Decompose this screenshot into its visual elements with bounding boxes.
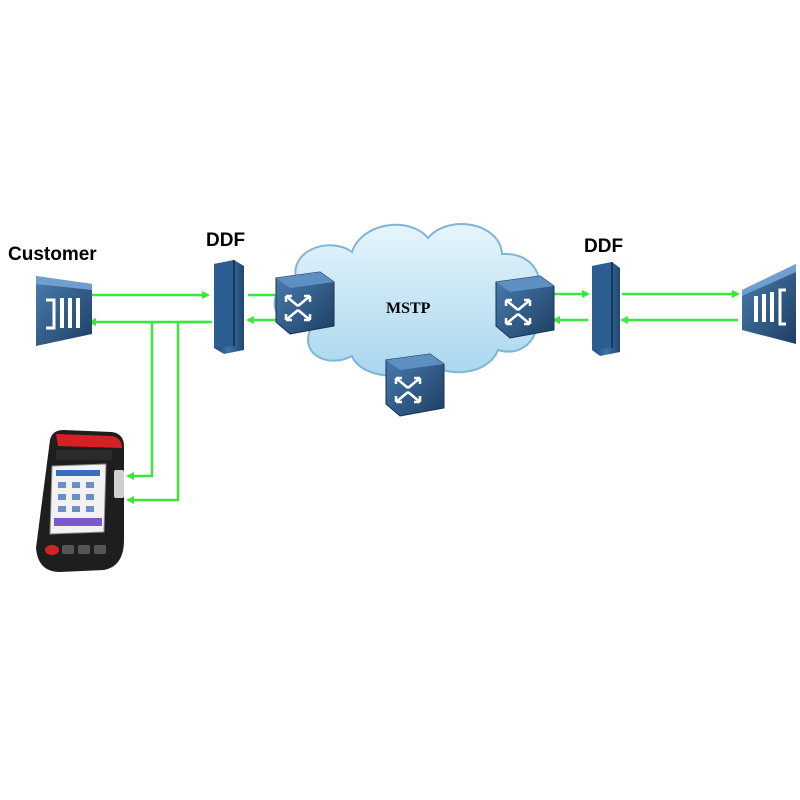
customer-label: Customer [8, 244, 97, 265]
mstp-switch-icon [385, 353, 445, 417]
mstp-switch-icon [495, 275, 555, 339]
remote-terminal-icon [742, 264, 796, 344]
mstp-label: MSTP [386, 300, 431, 317]
links [88, 290, 740, 504]
mstp-switch-icon [275, 271, 335, 335]
customer-terminal-icon [36, 276, 92, 346]
link-tap-out [126, 320, 210, 504]
ddf-left-label: DDF [206, 230, 246, 251]
ddf-panel-icon [214, 260, 244, 354]
ddf-panel-icon [592, 262, 620, 356]
handheld-tester-icon [36, 430, 124, 572]
ddf-right-label: DDF [584, 236, 624, 257]
link-tap-in [126, 322, 154, 480]
